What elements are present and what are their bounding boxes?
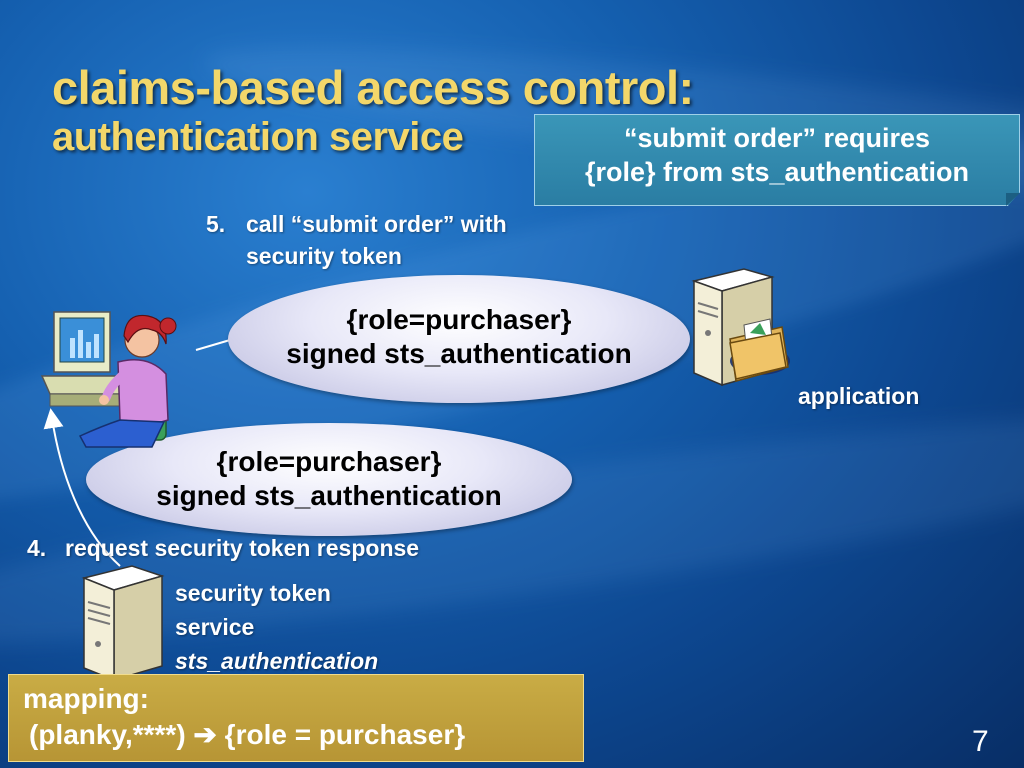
- server-with-folder-icon: [691, 268, 790, 387]
- sts-line-2: service: [175, 614, 255, 640]
- token-bottom-line-1: {role=purchaser}: [216, 446, 442, 477]
- mapping-claim: {role = purchaser}: [224, 719, 466, 750]
- step-4-text: request security token response: [65, 535, 420, 561]
- sts-to-user-arrow: [43, 408, 121, 567]
- mapping-credentials: (planky,****): [29, 719, 186, 750]
- step-5-number: 5.: [206, 211, 226, 237]
- step-5-label: 5. call “submit order” with security tok…: [206, 208, 507, 272]
- security-token-top: {role=purchaser} signed sts_authenticati…: [228, 275, 690, 403]
- application-label: application: [798, 383, 920, 409]
- token-top-line-1: {role=purchaser}: [346, 304, 572, 335]
- arrow-right-icon: ➔: [193, 719, 217, 750]
- mapping-line-1: mapping:: [23, 683, 149, 714]
- user-to-token-line: [195, 339, 231, 351]
- slide-title: claims-based access control: authenticat…: [52, 62, 694, 160]
- title-line-1: claims-based access control:: [52, 61, 694, 114]
- server-icon: [81, 565, 165, 682]
- user-at-computer-icon: [40, 311, 177, 448]
- token-top-line-2: signed sts_authentication: [286, 338, 632, 369]
- title-line-2: authentication service: [52, 115, 464, 159]
- page-number: 7: [972, 725, 989, 758]
- step-5-line-2: security token: [246, 243, 402, 269]
- step-4-label: 4. request security token response: [27, 532, 419, 564]
- sts-line-1: security token: [175, 580, 331, 606]
- step-4-number: 4.: [27, 535, 47, 561]
- token-bottom-line-2: signed sts_authentication: [156, 480, 502, 511]
- note-line-2: {role} from sts_authentication: [584, 157, 970, 187]
- mapping-line-2: (planky,****) ➔ {role = purchaser}: [23, 717, 583, 753]
- security-token-bottom: {role=purchaser} signed sts_authenticati…: [86, 423, 572, 536]
- step-5-line-1: call “submit order” with: [246, 211, 507, 237]
- mapping-box: mapping: (planky,****) ➔ {role = purchas…: [8, 674, 584, 762]
- note-line-1: “submit order” requires: [623, 123, 931, 153]
- sts-label: security token service sts_authenticatio…: [175, 576, 378, 678]
- requirement-note: “submit order” requires {role} from sts_…: [534, 114, 1020, 206]
- sts-line-3: sts_authentication: [175, 648, 379, 674]
